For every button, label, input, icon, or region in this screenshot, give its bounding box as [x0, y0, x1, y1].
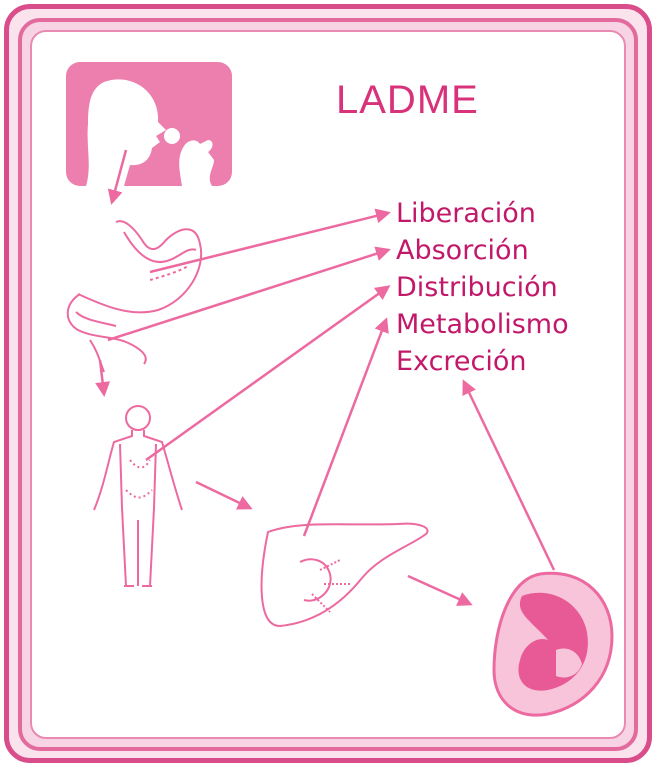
label-distribucion: Distribución: [396, 272, 558, 303]
stomach-icon: [77, 220, 203, 314]
intestine-icon: [66, 293, 147, 373]
person-taking-pill-icon: [66, 62, 232, 186]
label-liberacion: Liberación: [396, 198, 536, 229]
arrow-to-distribucion: [145, 285, 391, 462]
label-metabolismo: Metabolismo: [396, 309, 569, 340]
arrow-liver-to-kidney: [407, 574, 473, 606]
label-excrecion: Excreción: [396, 346, 527, 377]
kidney-icon: [492, 571, 614, 717]
arrow-to-absorcion: [107, 246, 391, 342]
arrow-body-to-liver: [195, 480, 253, 510]
label-absorcion: Absorción: [396, 235, 529, 266]
arrow-mouth-to-stomach: [107, 149, 128, 205]
arrow-to-excrecion: [462, 379, 556, 571]
flow-arrows: [95, 149, 556, 606]
arrow-to-liberacion: [149, 208, 391, 274]
liver-icon: [260, 522, 429, 628]
arrow-to-metabolismo: [302, 317, 389, 537]
diagram-title: LADME: [336, 78, 479, 122]
arrow-intestine-to-body: [95, 359, 111, 397]
human-body-icon: [93, 405, 183, 587]
